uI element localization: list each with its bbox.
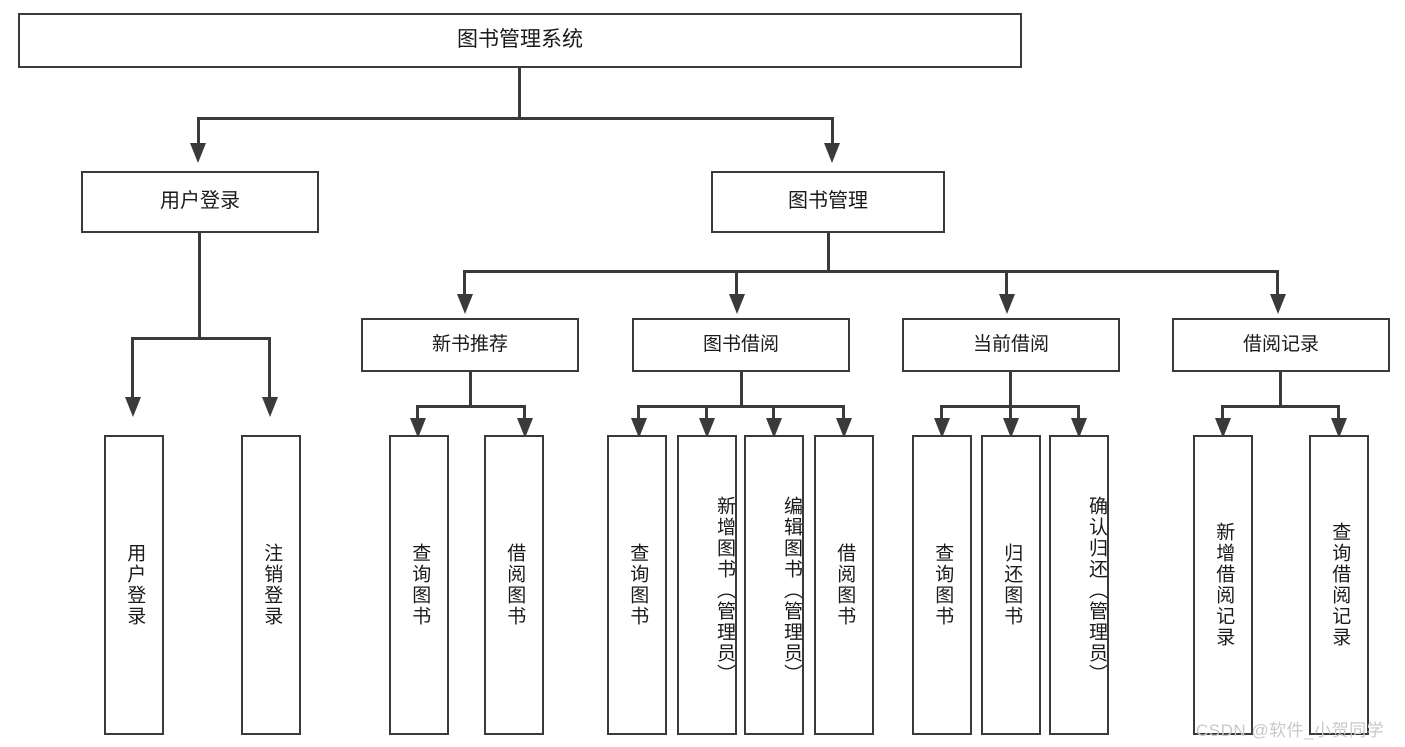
- leaf-query-book-recommend[interactable]: 查询图书: [389, 435, 449, 735]
- node-label: 图书管理: [788, 190, 868, 213]
- connector-root-stem: [518, 68, 521, 118]
- connector-user-login-drop-1: [131, 337, 134, 399]
- arrow-to-leaf-query-book-1: [410, 418, 426, 438]
- arrow-to-leaf-edit-book: [766, 418, 782, 438]
- arrow-to-leaf-borrow-book-1: [517, 418, 533, 438]
- leaf-query-borrow-record[interactable]: 查询借阅记录: [1309, 435, 1369, 735]
- node-new-book-recommend[interactable]: 新书推荐: [361, 318, 579, 372]
- node-label: 查询图书: [409, 543, 431, 627]
- node-label: 当前借阅: [972, 333, 1049, 355]
- connector-level3-bus: [463, 270, 1279, 273]
- node-label: 借阅图书: [834, 543, 856, 627]
- node-label: 图书管理系统: [457, 28, 583, 52]
- connector-record-drop-2: [1337, 405, 1340, 421]
- arrow-to-user-login: [190, 143, 206, 163]
- connector-recommend-drop-2: [523, 405, 526, 421]
- node-label: 查询图书: [932, 543, 954, 627]
- connector-record-stem: [1279, 372, 1282, 408]
- node-label: 归还图书: [1001, 543, 1023, 627]
- connector-current-drop-3: [1077, 405, 1080, 421]
- node-label: 新书推荐: [431, 333, 508, 355]
- connector-user-login-bus: [131, 337, 270, 340]
- connector-book-manage-stem: [827, 233, 830, 273]
- connector-user-login-drop-2: [268, 337, 271, 399]
- node-label: 新增借阅记录: [1213, 522, 1235, 648]
- arrow-to-book-manage: [824, 143, 840, 163]
- node-label: 借阅记录: [1242, 333, 1319, 355]
- leaf-add-borrow-record[interactable]: 新增借阅记录: [1193, 435, 1253, 735]
- node-label: 查询借阅记录: [1329, 522, 1351, 648]
- node-current-borrow[interactable]: 当前借阅: [902, 318, 1120, 372]
- node-label: 新增图书（管理员）: [714, 495, 735, 685]
- connector-current-stem: [1009, 372, 1012, 408]
- leaf-edit-book[interactable]: 编辑图书（管理员）: [744, 435, 804, 735]
- node-user-login[interactable]: 用户登录: [81, 171, 319, 233]
- arrow-to-leaf-query-book-2: [631, 418, 647, 438]
- connector-borrow-drop-1: [637, 405, 640, 421]
- leaf-logout[interactable]: 注销登录: [241, 435, 301, 735]
- connector-borrow-drop-4: [842, 405, 845, 421]
- connector-recommend-stem: [469, 372, 472, 408]
- leaf-query-book-current[interactable]: 查询图书: [912, 435, 972, 735]
- arrow-to-current-borrow: [999, 294, 1015, 314]
- connector-recommend-bus: [416, 405, 526, 408]
- leaf-borrow-book-recommend[interactable]: 借阅图书: [484, 435, 544, 735]
- arrow-to-leaf-return-book: [1003, 418, 1019, 438]
- leaf-return-book[interactable]: 归还图书: [981, 435, 1041, 735]
- leaf-confirm-return[interactable]: 确认归还（管理员）: [1049, 435, 1109, 735]
- leaf-query-book-borrow[interactable]: 查询图书: [607, 435, 667, 735]
- connector-recommend-drop-1: [416, 405, 419, 421]
- connector-level3-drop-1: [463, 270, 466, 296]
- node-label: 编辑图书（管理员）: [781, 495, 802, 685]
- arrow-to-borrow-record: [1270, 294, 1286, 314]
- connector-level3-drop-2: [735, 270, 738, 296]
- connector-current-drop-2: [1009, 405, 1012, 421]
- connector-borrow-stem: [740, 372, 743, 408]
- connector-user-login-stem: [198, 233, 201, 340]
- arrow-to-leaf-borrow-book-2: [836, 418, 852, 438]
- node-borrow-record[interactable]: 借阅记录: [1172, 318, 1390, 372]
- connector-level2-drop-right: [831, 117, 834, 145]
- arrow-to-leaf-logout: [262, 397, 278, 417]
- connector-record-bus: [1221, 405, 1340, 408]
- node-label: 注销登录: [261, 543, 283, 627]
- connector-level2-drop-left: [197, 117, 200, 145]
- node-book-borrow[interactable]: 图书借阅: [632, 318, 850, 372]
- node-label: 确认归还（管理员）: [1086, 495, 1107, 685]
- arrow-to-leaf-user-login: [125, 397, 141, 417]
- connector-borrow-drop-3: [772, 405, 775, 421]
- connector-borrow-drop-2: [705, 405, 708, 421]
- node-label: 用户登录: [124, 543, 146, 627]
- node-label: 图书借阅: [702, 333, 779, 355]
- leaf-add-book[interactable]: 新增图书（管理员）: [677, 435, 737, 735]
- node-book-manage[interactable]: 图书管理: [711, 171, 945, 233]
- arrow-to-leaf-add-book: [699, 418, 715, 438]
- node-label: 借阅图书: [504, 543, 526, 627]
- node-label: 查询图书: [627, 543, 649, 627]
- leaf-borrow-book[interactable]: 借阅图书: [814, 435, 874, 735]
- connector-level3-drop-4: [1276, 270, 1279, 296]
- connector-record-drop-1: [1221, 405, 1224, 421]
- connector-level2-bus: [197, 117, 834, 120]
- connector-borrow-bus: [637, 405, 845, 408]
- node-label: 用户登录: [160, 190, 240, 213]
- arrow-to-leaf-query-record: [1331, 418, 1347, 438]
- arrow-to-book-borrow: [729, 294, 745, 314]
- connector-level3-drop-3: [1005, 270, 1008, 296]
- arrow-to-leaf-query-book-3: [934, 418, 950, 438]
- node-root-system[interactable]: 图书管理系统: [18, 13, 1022, 68]
- arrow-to-new-book-recommend: [457, 294, 473, 314]
- arrow-to-leaf-confirm-return: [1071, 418, 1087, 438]
- arrow-to-leaf-add-record: [1215, 418, 1231, 438]
- leaf-user-login[interactable]: 用户登录: [104, 435, 164, 735]
- connector-current-drop-1: [940, 405, 943, 421]
